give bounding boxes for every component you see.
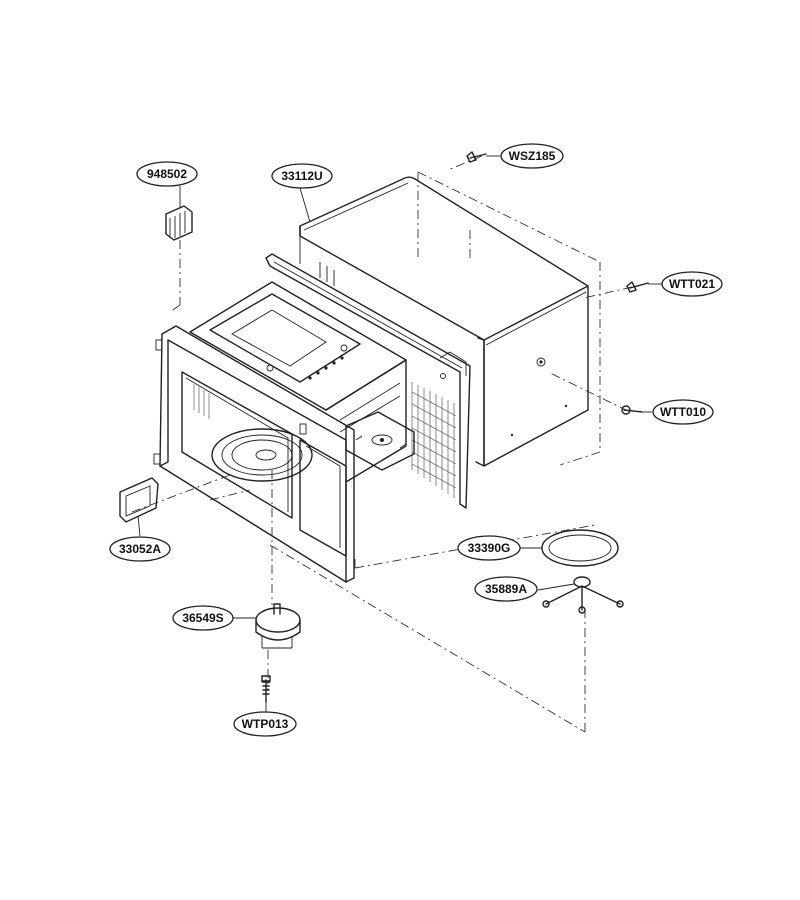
- assembly-guide-lines: [131, 155, 633, 733]
- screw-wtt010-icon: [621, 405, 643, 415]
- screw-wtp013-icon: [261, 675, 271, 703]
- svg-text:948502: 948502: [147, 167, 187, 181]
- svg-text:33052A: 33052A: [119, 542, 161, 556]
- svg-text:33390G: 33390G: [468, 541, 511, 555]
- front-frame: [153, 325, 355, 583]
- label-wtt010: WTT010: [652, 399, 714, 425]
- vent-dots: [266, 344, 348, 380]
- label-33390g: 33390G: [457, 535, 521, 561]
- roller-ring-icon: [542, 576, 624, 614]
- label-wtp013: WTP013: [233, 711, 297, 737]
- glass-tray-icon: [541, 529, 619, 567]
- outer-case: [299, 176, 589, 467]
- rear-grill: [411, 382, 457, 498]
- label-36549s: 36549S: [172, 605, 234, 631]
- svg-text:35889A: 35889A: [485, 582, 527, 596]
- part-33052a-shape: [119, 477, 159, 523]
- svg-text:36549S: 36549S: [182, 611, 223, 625]
- label-948502: 948502: [136, 161, 198, 187]
- inner-cavity: [189, 253, 471, 509]
- label-wtt021: WTT021: [661, 271, 723, 297]
- svg-text:WSZ185: WSZ185: [509, 149, 556, 163]
- screw-wsz185-icon: [466, 151, 487, 163]
- label-33112u: 33112U: [271, 163, 333, 189]
- label-33052a: 33052A: [109, 536, 171, 562]
- label-35889a: 35889A: [474, 576, 538, 602]
- motor-bracket: [345, 411, 415, 471]
- svg-text:WTT010: WTT010: [660, 405, 706, 419]
- screw-wtt021-icon: [626, 281, 649, 293]
- svg-text:WTT021: WTT021: [669, 277, 715, 291]
- inner-turntable: [211, 428, 313, 482]
- label-wsz185: WSZ185: [500, 143, 564, 169]
- svg-text:33112U: 33112U: [281, 169, 322, 183]
- leader-lines: [137, 155, 662, 712]
- part-948502-shape: [165, 205, 193, 241]
- svg-text:WTP013: WTP013: [242, 717, 289, 731]
- motor-icon: [255, 603, 301, 649]
